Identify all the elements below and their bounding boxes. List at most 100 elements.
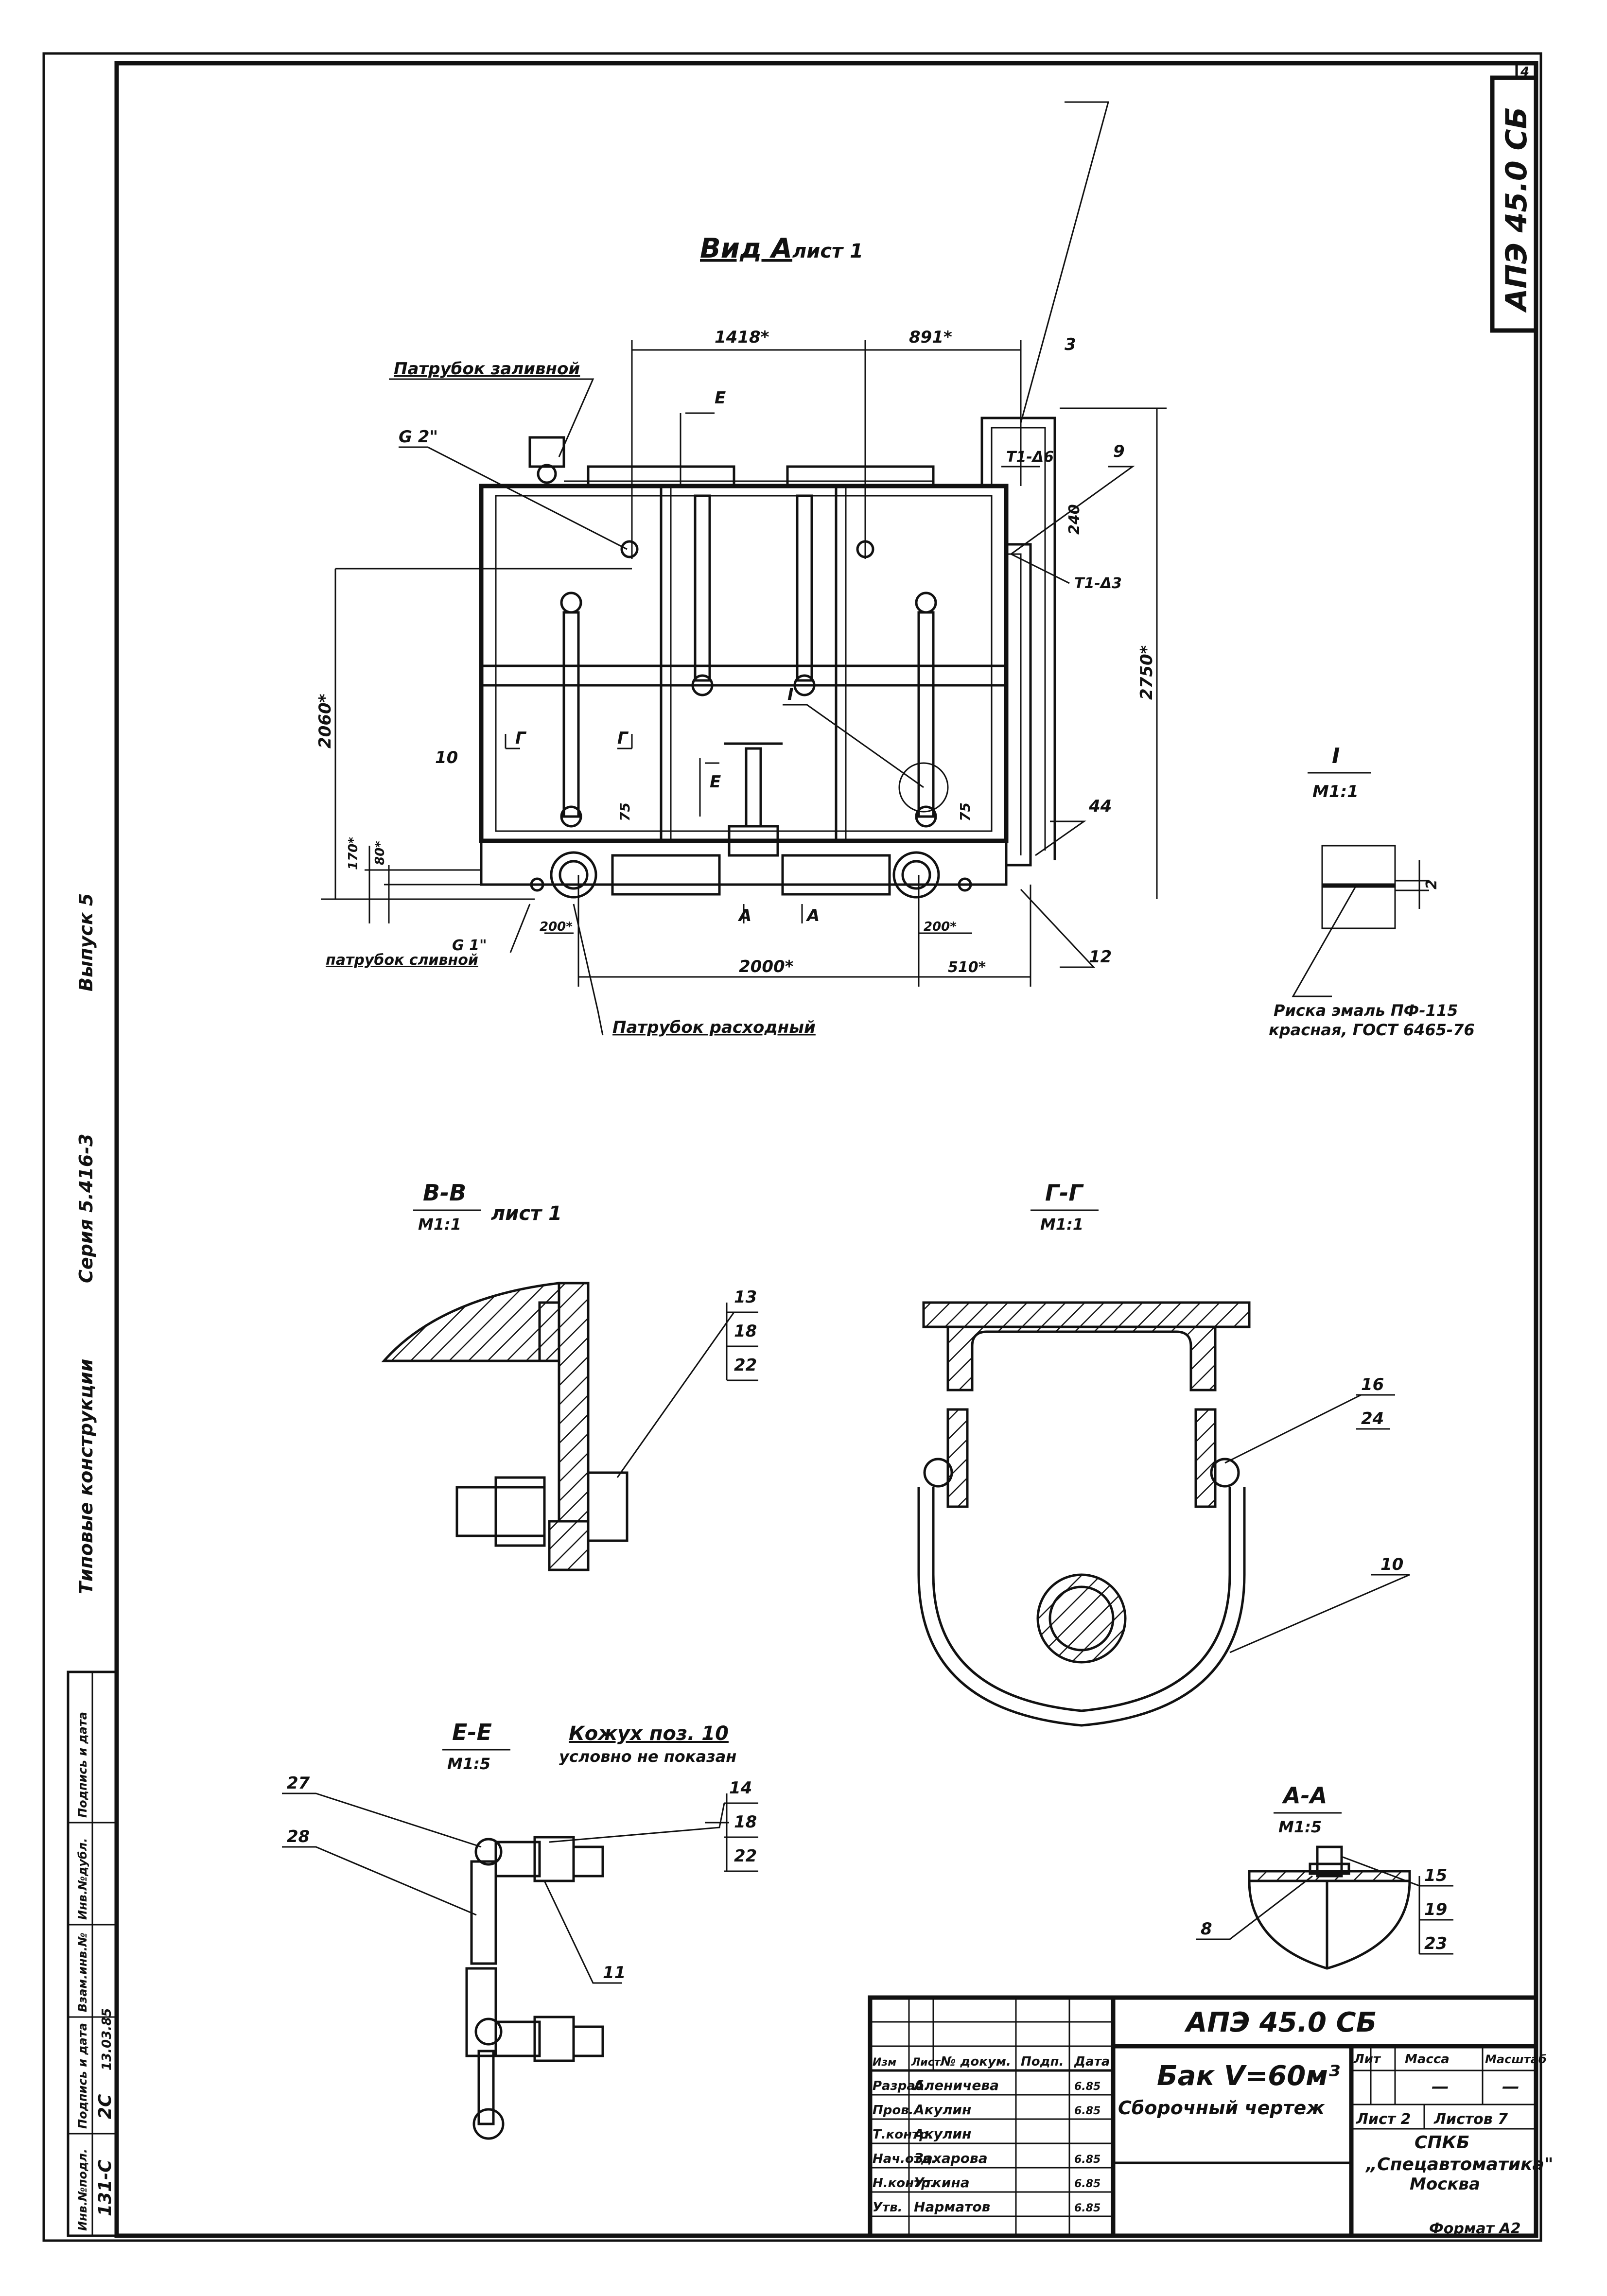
section-vv-pos-18: 18 [734,1322,757,1341]
section-gg-pos-10: 10 [1380,1555,1403,1574]
title-block-name: Бак V=60м³ [1157,2060,1340,2092]
label-roman1: I [787,685,794,704]
label-pos9: 9 [1113,442,1125,461]
section-aa-pos-19: 19 [1424,1900,1447,1919]
stamp-header-2: Подпись и дата [76,2023,89,2129]
label-a-left: А [737,906,751,925]
stamp-header-1: Инв.№подл. [76,2149,89,2231]
section-vv-pos-13: 13 [734,1287,757,1307]
dim-240: 240 [1066,504,1083,535]
tb-date-5: 6.85 [1074,2178,1100,2190]
tb-org-3: Москва [1410,2174,1480,2194]
section-gg: Г-Г М1:1 16 24 10 [917,1180,1410,1727]
dim-2750: 2750* [1137,645,1156,700]
seriya-label: Серия 5.416-3 [75,1133,97,1283]
tb-scale-label: Масштаб [1485,2052,1547,2066]
tb-mass-value: — [1432,2077,1449,2097]
label-t1-b6: Т1-Δ6 [1006,449,1054,466]
label-e-top: Е [715,388,726,408]
section-vv-scale: М1:1 [418,1215,461,1234]
tb-lit-label: Лит [1353,2052,1381,2067]
label-pos44: 44 [1088,797,1112,816]
label-g1: G 1" [452,937,487,954]
section-gg-pos-24: 24 [1361,1409,1384,1428]
section-ee-pos-11: 11 [603,1963,626,1983]
tb-header-izm: Изм [873,2056,896,2069]
tb-name-6: Нарматов [914,2199,990,2215]
tb-name-5: Уткина [914,2174,970,2191]
vypusk-label: Выпуск 5 [75,893,97,991]
outer-frame [42,52,1542,2242]
corner-code-box: 4 АПЭ 45.0 СБ [1490,62,1538,333]
title-block: АПЭ 45.0 СБ Бак V=60м³ Сборочный чертеж … [868,1995,1554,2238]
dim-200b: 200* [924,920,957,934]
tb-header-ndok: № докум. [940,2054,1011,2069]
section-gg-scale: М1:1 [1040,1215,1083,1234]
tb-header-data: Дата [1074,2054,1110,2069]
section-ee-pos-22: 22 [734,1846,757,1866]
left-stamp: Инв.№подл. Подпись и дата Взам.инв.№ Инв… [67,1670,118,2237]
label-e-bottom: Е [710,772,721,792]
tb-org-2: „Спецавтоматика" [1365,2155,1554,2174]
dim-891: 891* [909,328,952,347]
stamp-date-value: 13.03.85 [100,2008,114,2070]
section-aa-pos-23: 23 [1424,1934,1447,1953]
tb-date-4: 6.85 [1074,2154,1100,2166]
tb-name-2: Акулин [913,2102,971,2118]
stamp-sign-value: 2С [95,2094,115,2119]
detail-1-note-2: красная, ГОСТ 6465-76 [1269,1021,1475,1039]
tb-sheets-label: Листов 7 [1433,2111,1508,2128]
section-aa-scale: М1:5 [1278,1818,1322,1836]
dim-75a: 75 [617,802,633,821]
section-ee-scale: М1:5 [447,1755,490,1773]
dim-1418: 1418* [715,328,769,347]
inner-frame [114,61,1538,2238]
tb-role-2: Пров. [873,2103,914,2118]
tb-scale-value: — [1502,2077,1520,2097]
label-g-right: Г [617,729,629,748]
section-ee-pos-28: 28 [287,1827,310,1846]
section-aa-pos-8: 8 [1201,1919,1212,1939]
tank-body [479,484,1009,843]
detail-1-dim: 2 [1423,879,1440,889]
section-aa-title: А-А [1282,1782,1327,1809]
tb-role-5: Н.контр. [873,2176,935,2191]
tb-date-2: 6.85 [1074,2105,1100,2117]
label-pos3: 3 [1065,335,1076,354]
tb-role-3: Т.контр. [873,2127,933,2142]
tb-name-4: Захарова [913,2150,988,2166]
section-ee-note-2: условно не показан [559,1747,736,1766]
section-vv-subtitle: лист 1 [491,1202,562,1225]
tb-role-1: Разраб. [873,2079,929,2093]
label-zalivnoy: Патрубок заливной [394,359,580,379]
section-vv-pos-22: 22 [734,1356,757,1375]
label-pos10: 10 [435,748,458,767]
section-vv: В-В М1:1 лист 1 13 18 22 [381,1180,758,1571]
label-raskhodny: Патрубок расходный [612,1018,816,1037]
title-block-doc-code: АПЭ 45.0 СБ [1184,2007,1377,2038]
stamp-inv-value: 131-С [95,2159,115,2216]
section-ee-pos-27: 27 [287,1774,310,1793]
tb-role-4: Нач.отд. [873,2152,936,2166]
detail-1: I М1:1 2 Риска эмаль ПФ-115 красная, ГОС… [1269,744,1475,1039]
tipovye-label: Типовые конструкции [75,1359,97,1594]
tb-name-1: Аленичева [913,2077,999,2093]
view-a-title: Вид А [700,233,792,264]
tb-format: Формат А2 [1429,2220,1521,2237]
view-a-subtitle: лист 1 [792,240,863,262]
detail-1-note-1: Риска эмаль ПФ-115 [1274,1001,1458,1020]
view-a: Вид А лист 1 [315,101,1167,1037]
dim-200a: 200* [540,920,573,934]
stamp-header-5: Подпись и дата [76,1712,89,1818]
corner-doc-code: АПЭ 45.0 СБ [1500,107,1534,313]
tb-name-3: Акулин [913,2126,971,2142]
detail-1-scale: М1:1 [1312,782,1359,801]
tb-date-6: 6.85 [1074,2202,1100,2214]
label-slivnoy: патрубок сливной [326,952,478,969]
title-block-doc-type: Сборочный чертеж [1118,2097,1325,2119]
section-ee-pos-18: 18 [734,1812,757,1832]
dim-75b: 75 [957,802,973,821]
dim-170: 170* [346,837,361,870]
section-ee-title: Е-Е [452,1719,492,1745]
